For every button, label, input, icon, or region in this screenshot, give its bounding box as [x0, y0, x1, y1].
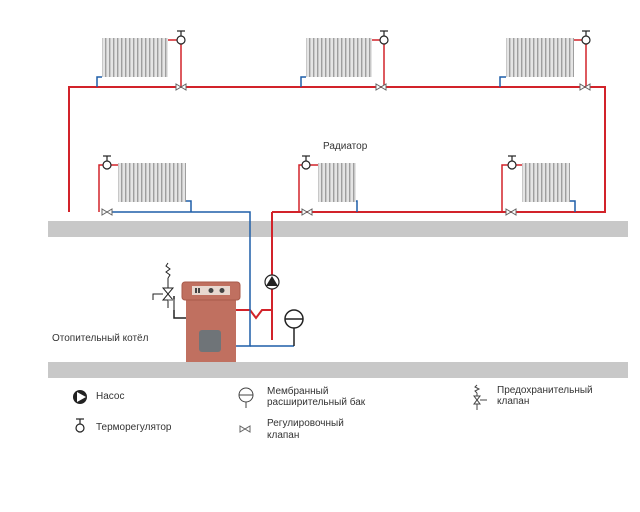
radiator: [102, 38, 182, 87]
balancing-valve-icon: [505, 208, 517, 216]
thermostat-icon: [176, 30, 186, 45]
pump-icon: [264, 274, 280, 290]
legend-balancing-valve-label-line2: клапан: [267, 430, 300, 441]
legend-pump-label: Насос: [96, 391, 125, 402]
lower-floor-slab: [48, 362, 628, 378]
legend-thermostat-label: Терморегулятор: [96, 422, 172, 433]
radiator: [501, 163, 570, 212]
safety-valve-icon: [152, 262, 175, 308]
balancing-valve-icon: [579, 83, 591, 91]
legend-expansion-tank-label-line1: Мембранный: [267, 386, 329, 397]
balancing-valve-icon: [175, 83, 187, 91]
boiler-label: Отопительный котёл: [52, 333, 149, 344]
safety-valve-pipe: [168, 299, 175, 310]
legend-safety-valve-label-line1: Предохранительный: [497, 385, 593, 396]
legend-balancing-valve-label-line1: Регулировочный: [267, 418, 344, 429]
balancing-valve-icon: [375, 83, 387, 91]
legend-expansion-tank-label-line2: расширительный бак: [267, 397, 366, 408]
radiator: [506, 38, 587, 87]
radiator: [98, 163, 186, 212]
supply-pipes: [68, 86, 606, 340]
balancing-valve-icon: [101, 208, 113, 216]
upper-radiators: [102, 38, 587, 87]
legend-safety-valve-label-line2: клапан: [497, 396, 530, 407]
thermostat-icon: [75, 418, 85, 433]
balancing-valves: [101, 83, 591, 216]
thermostats: [102, 30, 591, 170]
boiler: [181, 281, 241, 362]
safety-valve-icon: [473, 384, 487, 410]
expansion-tank-icon: [238, 387, 254, 408]
lower-radiators: [98, 163, 570, 212]
pump-icon: [73, 390, 87, 404]
expansion-tank-icon: [284, 309, 304, 329]
thermostat-icon: [507, 155, 517, 170]
legend-icons: [73, 384, 487, 433]
radiator: [298, 163, 356, 212]
radiator-label: Радиатор: [323, 141, 368, 152]
thermostat-icon: [379, 30, 389, 45]
radiator: [306, 38, 385, 87]
balancing-valve-icon: [239, 425, 251, 433]
upper-floor-slab: [48, 221, 628, 237]
thermostat-icon: [102, 155, 112, 170]
balancing-valve-icon: [301, 208, 313, 216]
thermostat-icon: [581, 30, 591, 45]
thermostat-icon: [301, 155, 311, 170]
